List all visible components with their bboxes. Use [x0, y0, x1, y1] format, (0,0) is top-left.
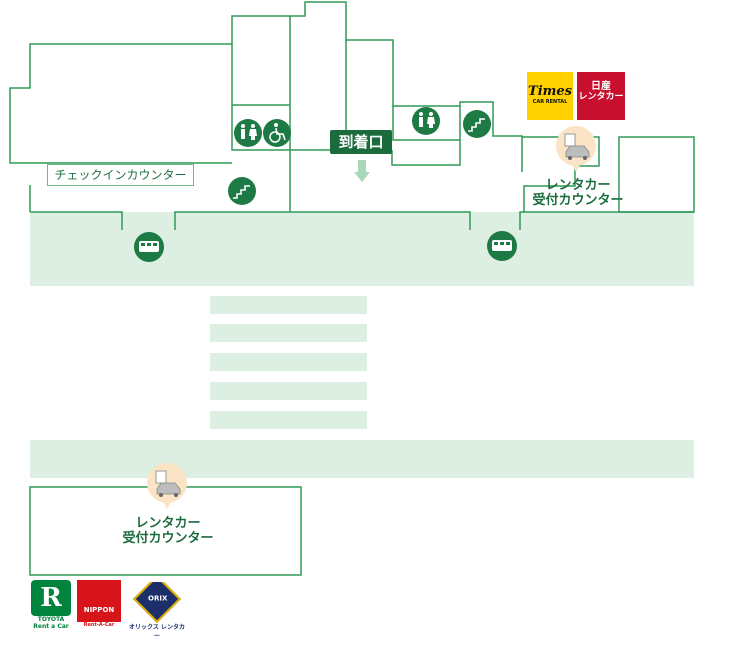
down-arrow-icon: [354, 160, 370, 182]
rental-counter-label-lower: レンタカー 受付カウンター: [110, 516, 226, 546]
arrival-gate-label: 到着口: [330, 130, 392, 154]
times-logo-sub: CAR RENTAL: [532, 99, 568, 105]
orix-logo-line1: オリックス レンタカー: [129, 624, 185, 636]
wheelchair-icon: [263, 119, 291, 147]
nissan-rental-logo: 日産 レンタカー: [577, 72, 625, 120]
checkin-counter-label: チェックインカウンター: [47, 164, 194, 186]
bus-road-band: [30, 212, 694, 286]
stairs-icon: [463, 110, 491, 138]
rental-counter-label-upper: レンタカー 受付カウンター: [520, 178, 636, 208]
nippon-logo-line2: Rent-A-Car: [83, 622, 115, 628]
road-band-lower: [30, 440, 694, 478]
rental-car-counter-icon: [147, 463, 187, 509]
crosswalk-stripe: [210, 353, 367, 371]
bus-icon: [134, 232, 164, 262]
bus-icon: [487, 231, 517, 261]
crosswalk-stripe: [210, 411, 367, 429]
restroom-icon: [234, 119, 262, 147]
rental-counter-line1: レンタカー: [545, 178, 611, 193]
rental-counter-line1: レンタカー: [135, 516, 201, 531]
toyota-r-icon: R: [31, 580, 71, 616]
nippon-logo-mark: NIPPON: [77, 580, 121, 622]
restroom-icon: [412, 107, 440, 135]
toyota-logo-line2: Rent a Car: [33, 623, 69, 630]
orix-rental-logo: ORIX オリックス レンタカー: [128, 582, 186, 636]
stairs-icon: [228, 177, 256, 205]
nippon-rental-logo: NIPPON Rent-A-Car: [77, 580, 121, 636]
nissan-logo-line1: 日産: [591, 81, 611, 92]
rental-counter-line2: 受付カウンター: [532, 193, 624, 208]
crosswalk-stripe: [210, 296, 367, 314]
times-logo-name: Times: [528, 84, 572, 99]
toyota-rental-logo: R TOYOTA Rent a Car: [31, 580, 71, 636]
toyota-logo-line1: TOYOTA: [37, 616, 65, 623]
orix-diamond-icon: ORIX: [132, 582, 182, 624]
rental-car-counter-icon: [556, 126, 596, 172]
orix-mark: ORIX: [148, 594, 168, 603]
crosswalk-stripe: [210, 324, 367, 342]
nissan-logo-line2: レンタカー: [578, 92, 624, 102]
crosswalk-stripe: [210, 382, 367, 400]
times-car-rental-logo: Times CAR RENTAL: [527, 72, 573, 120]
rental-counter-line2: 受付カウンター: [122, 531, 214, 546]
